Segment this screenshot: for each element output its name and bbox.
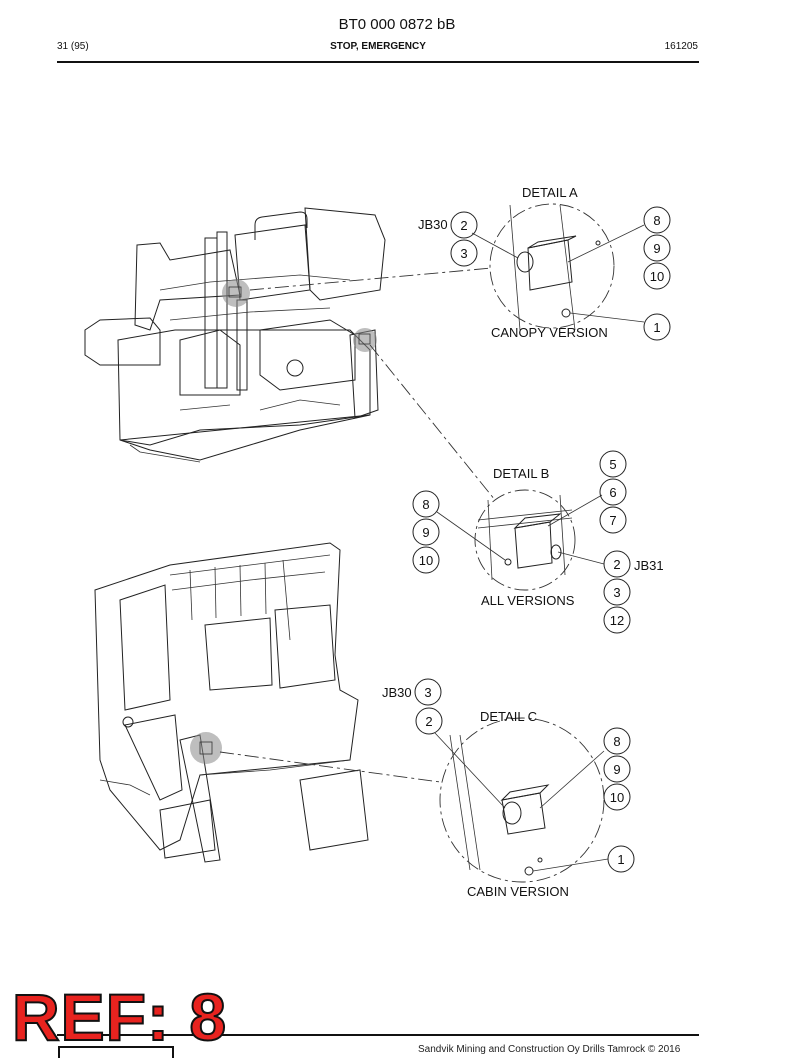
leader-line-c [219,751,441,783]
detail-b-junction: JB31 [634,558,664,573]
callout-b-5: 5 [609,457,616,472]
callout-b-2: 2 [613,557,620,572]
callout-c-3: 3 [424,685,431,700]
callout-c-1: 1 [617,852,624,867]
callout-c-2: 2 [425,714,432,729]
callout-b-9: 9 [422,525,429,540]
detail-b-caption: ALL VERSIONS [481,593,575,608]
callout-b-10: 10 [419,553,433,568]
callout-a-2: 2 [460,218,467,233]
detail-a-title: DETAIL A [522,185,578,200]
detail-c-caption: CABIN VERSION [467,884,569,899]
header-rule [57,61,699,63]
callout-c-8: 8 [613,734,620,749]
footer-rule [57,1034,699,1036]
footer-copyright: Sandvik Mining and Construction Oy Drill… [418,1044,681,1055]
detail-c: DETAIL C CABIN VERSION JB30 3 2 8 9 10 1 [382,678,635,899]
ref-stamp: REF: 8 [11,980,228,1054]
revision-code: 161205 [664,41,698,52]
sandvik-logo [58,1046,174,1058]
leader-line-b [369,344,496,501]
callout-a-3: 3 [460,246,467,261]
machine-cabin-illustration [94,542,369,863]
callout-a-9: 9 [653,241,660,256]
detail-b-title: DETAIL B [493,466,549,481]
detail-c-junction: JB30 [382,685,412,700]
leader-line-a [249,267,493,291]
callout-b-6: 6 [609,485,616,500]
callout-c-9: 9 [613,762,620,777]
callout-c-10: 10 [610,790,624,805]
callout-b-7: 7 [609,513,616,528]
machine-canopy-illustration [84,207,386,463]
callout-b-3: 3 [613,585,620,600]
detail-a-junction: JB30 [418,217,448,232]
detail-c-title: DETAIL C [480,709,537,724]
detail-b: DETAIL B ALL VERSIONS JB31 5 6 7 8 9 10 … [412,450,664,634]
document-id: BT0 000 0872 bB [338,16,456,33]
callout-a-10: 10 [650,269,664,284]
page-title: STOP, EMERGENCY [330,41,426,52]
callout-b-8: 8 [422,497,429,512]
callout-b-12: 12 [610,613,624,628]
detail-a-caption: CANOPY VERSION [491,325,608,340]
callout-a-1: 1 [653,320,660,335]
callout-a-8: 8 [653,213,660,228]
page-number: 31 (95) [57,41,89,52]
detail-a: DETAIL A CANOPY VERSION JB30 2 3 8 9 10 … [418,185,671,341]
